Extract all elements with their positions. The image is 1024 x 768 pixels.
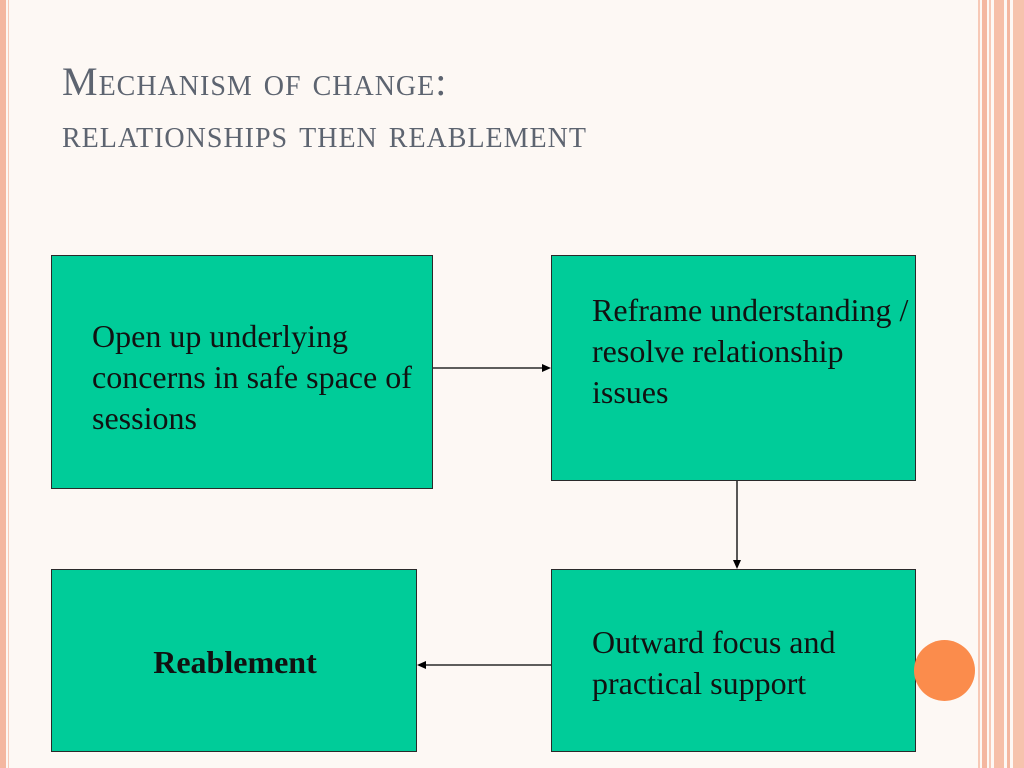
arrow-outward-to-reablement <box>417 661 551 669</box>
node-reablement: Reablement <box>51 569 417 752</box>
node-open-up-concerns-label: Open up underlying concerns in safe spac… <box>92 318 412 436</box>
left-border-stripe <box>0 0 6 768</box>
node-outward-focus: Outward focus and practical support <box>551 569 916 752</box>
arrow-open-up-to-reframe <box>433 364 551 372</box>
slide-title: Mechanism of change: relationships then … <box>62 56 962 160</box>
slide-title-line-1: Mechanism of change: <box>62 59 448 104</box>
orange-accent-circle <box>914 640 975 701</box>
node-reframe-understanding-label: Reframe understanding / resolve relation… <box>592 292 909 410</box>
node-reframe-understanding: Reframe understanding / resolve relation… <box>551 255 916 481</box>
right-border-stripes <box>978 0 1024 768</box>
node-outward-focus-label: Outward focus and practical support <box>592 624 836 701</box>
arrow-reframe-to-outward <box>733 481 741 569</box>
left-border-line <box>8 0 9 768</box>
slide-title-line-2: relationships then reablement <box>62 111 587 156</box>
node-open-up-concerns: Open up underlying concerns in safe spac… <box>51 255 433 489</box>
node-reablement-label: Reablement <box>153 644 317 680</box>
